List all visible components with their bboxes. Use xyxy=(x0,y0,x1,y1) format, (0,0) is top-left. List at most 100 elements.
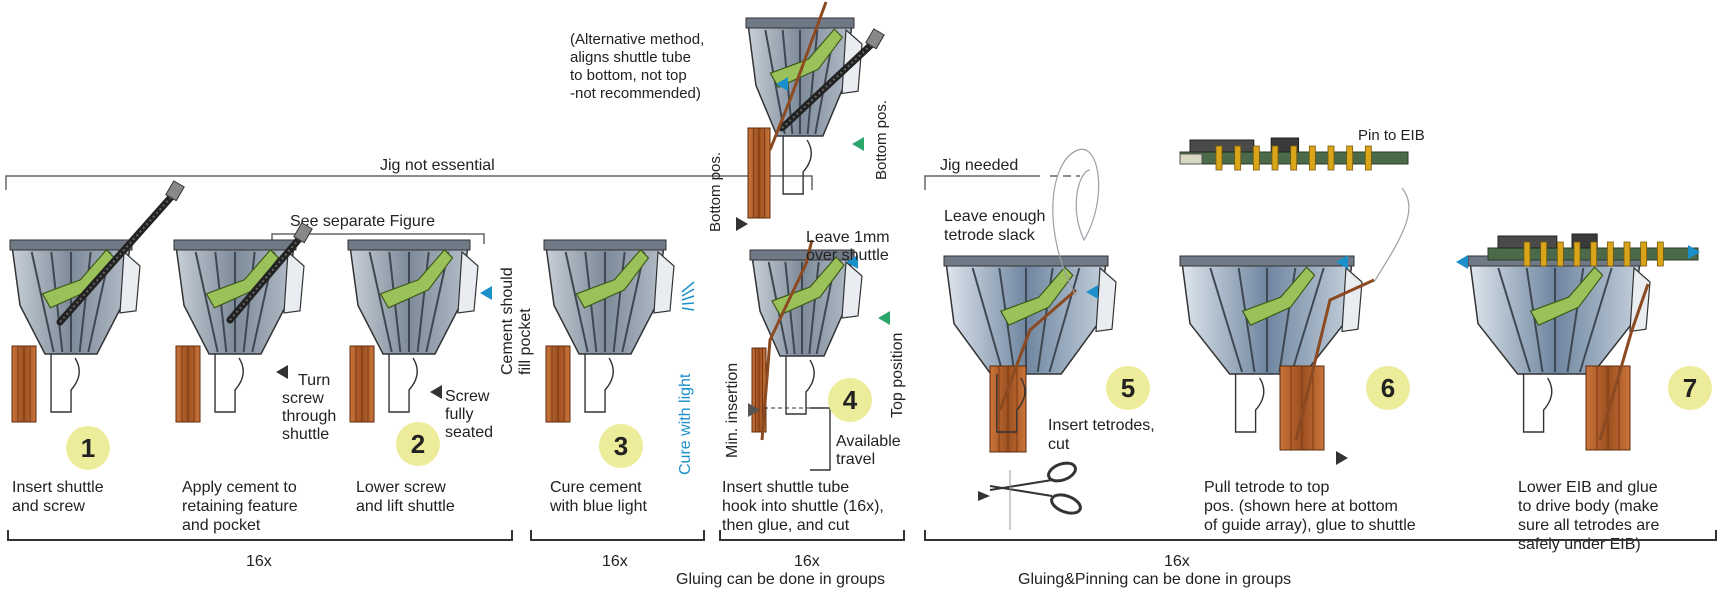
cure-with-light-label: Cure with light xyxy=(677,373,694,475)
footer-bracket-3 xyxy=(719,530,905,541)
screw-seated-line-2: fully xyxy=(445,406,473,423)
cement-caption-line-1: Apply cement to xyxy=(182,479,297,496)
insert-tetrodes-line-1: Insert tetrodes, xyxy=(1048,417,1155,434)
top-position-marker-icon xyxy=(878,311,890,325)
leave-slack-line-1: Leave enough xyxy=(944,208,1045,225)
step5-drive-body xyxy=(943,255,1117,453)
step-badge-6: 6 xyxy=(1366,366,1410,410)
step6-drive-body xyxy=(1179,255,1375,451)
step1-caption-line-2: and screw xyxy=(12,498,85,515)
alt-method-line-4: -not recommended) xyxy=(570,85,701,102)
footer-bracket-4 xyxy=(924,530,1717,541)
see-separate-figure-label: See separate Figure xyxy=(290,213,435,230)
footer-brackets xyxy=(7,530,1717,541)
leave-1mm-marker-icon xyxy=(846,255,858,269)
step-badges: 1 2 3 4 5 6 7 xyxy=(66,366,1712,470)
leave-1mm-line-2: over shuttle xyxy=(806,247,889,264)
step7-drive-body xyxy=(1467,255,1651,451)
step7-left-marker-icon xyxy=(1456,255,1468,269)
step-badge-number: 5 xyxy=(1121,373,1135,403)
alt-method-line-2: aligns shuttle tube xyxy=(570,49,691,66)
pin-to-eib-label: Pin to EIB xyxy=(1358,127,1425,144)
step-badge-number: 7 xyxy=(1683,373,1697,403)
step1-drive-body xyxy=(9,180,185,423)
turn-screw-line-2: screw xyxy=(282,390,324,407)
step7-caption-line-1: Lower EIB and glue xyxy=(1518,479,1658,496)
step7-caption-line-4: safely under EIB) xyxy=(1518,536,1641,553)
tetrode-slack-loop xyxy=(1052,148,1100,297)
step7-caption-line-3: sure all tetrodes are xyxy=(1518,517,1660,534)
see-figure-bracket xyxy=(271,233,485,244)
turn-screw-line-4: shuttle xyxy=(282,426,329,443)
group3-note: Gluing can be done in groups xyxy=(676,571,885,588)
bottom-pos-left-marker-icon xyxy=(736,217,748,231)
alt-blue-marker-icon xyxy=(776,77,788,91)
step6-caption-line-2: pos. (shown here at bottom xyxy=(1204,498,1398,515)
group4-count: 16x xyxy=(1164,553,1190,570)
step-badge-1: 1 xyxy=(66,426,110,470)
step7-caption-line-2: to drive body (make xyxy=(1518,498,1659,515)
min-insertion-marker-icon xyxy=(748,403,760,417)
footer-bracket-2 xyxy=(530,530,705,541)
step-badge-number: 1 xyxy=(81,433,95,463)
step-badge-7: 7 xyxy=(1668,366,1712,410)
bottom-pos-marker-icon xyxy=(852,137,864,151)
bottom-pos-right-label: Bottom pos. xyxy=(873,100,890,180)
header-brackets xyxy=(5,175,1080,244)
step6-caption-line-1: Pull tetrode to top xyxy=(1204,479,1330,496)
annotations: Turn screw through shuttle Screw fully s… xyxy=(282,208,1155,475)
step2-drive-body xyxy=(347,239,479,423)
cement-pocket-marker-icon xyxy=(480,286,492,300)
step4-caption-line-1: Insert shuttle tube xyxy=(722,479,849,496)
step3-caption-line-1: Cure cement xyxy=(550,479,642,496)
step3-caption-line-2: with blue light xyxy=(549,498,648,515)
bottom-pos-left-label: Bottom pos. xyxy=(707,152,724,232)
step6-blue-marker-icon xyxy=(1336,255,1348,269)
step6-bottom-marker-icon xyxy=(1336,451,1348,465)
step-badge-2: 2 xyxy=(396,422,440,466)
screw-seated-line-3: seated xyxy=(445,424,493,441)
tetrode-to-eib xyxy=(1373,187,1410,283)
footer-bracket-1 xyxy=(7,530,513,541)
available-travel-line-1: Available xyxy=(836,433,901,450)
min-insertion-label: Min. insertion xyxy=(724,363,741,458)
alt-method-line-1: (Alternative method, xyxy=(570,31,704,48)
step6-caption-line-3: of guide array), glue to shuttle xyxy=(1204,517,1416,534)
insert-tetrodes-line-2: cut xyxy=(1048,436,1070,453)
step1-caption-line-1: Insert shuttle xyxy=(12,479,104,496)
group4-note: Gluing&Pinning can be done in groups xyxy=(1018,571,1291,588)
group3-count: 16x xyxy=(794,553,820,570)
jig-not-essential-label: Jig not essential xyxy=(380,157,495,174)
step-badge-4: 4 xyxy=(828,378,872,422)
step2-caption-line-1: Lower screw xyxy=(356,479,446,496)
step4-caption-line-2: hook into shuttle (16x), xyxy=(722,498,884,515)
turn-screw-line-3: through xyxy=(282,408,336,425)
step-badge-number: 4 xyxy=(843,385,858,415)
step-badge-3: 3 xyxy=(599,424,643,468)
step3-drive-body xyxy=(543,239,675,423)
group2-count: 16x xyxy=(602,553,628,570)
available-travel-bracket xyxy=(810,407,831,471)
cement-caption-line-2: retaining feature xyxy=(182,498,298,515)
cut-arrow-icon xyxy=(978,491,990,501)
alt-method-drive-body xyxy=(745,1,885,219)
step4-caption-line-3: then glue, and cut xyxy=(722,517,850,534)
turn-screw-line-1: Turn xyxy=(298,372,330,389)
jig-needed-label: Jig needed xyxy=(940,157,1018,174)
group1-count: 16x xyxy=(246,553,272,570)
turn-screw-arrow-icon xyxy=(276,365,288,379)
step-cement-drive-body xyxy=(173,222,313,423)
step-badge-number: 2 xyxy=(411,429,425,459)
step2-caption-line-2: and lift shuttle xyxy=(356,498,455,515)
step4-drive-body xyxy=(749,239,863,441)
step-badge-5: 5 xyxy=(1106,366,1150,410)
screw-seated-line-1: Screw xyxy=(445,388,490,405)
drive-body-drawings xyxy=(9,1,1700,471)
cement-fill-line-2: fill pocket xyxy=(517,308,534,375)
eib-board-step7 xyxy=(1487,233,1699,267)
step-captions: Insert shuttle and screw Apply cement to… xyxy=(12,479,1660,553)
available-travel-line-2: travel xyxy=(836,451,875,468)
cement-caption-line-3: and pocket xyxy=(182,517,261,534)
step5-blue-marker-icon xyxy=(1086,285,1098,299)
